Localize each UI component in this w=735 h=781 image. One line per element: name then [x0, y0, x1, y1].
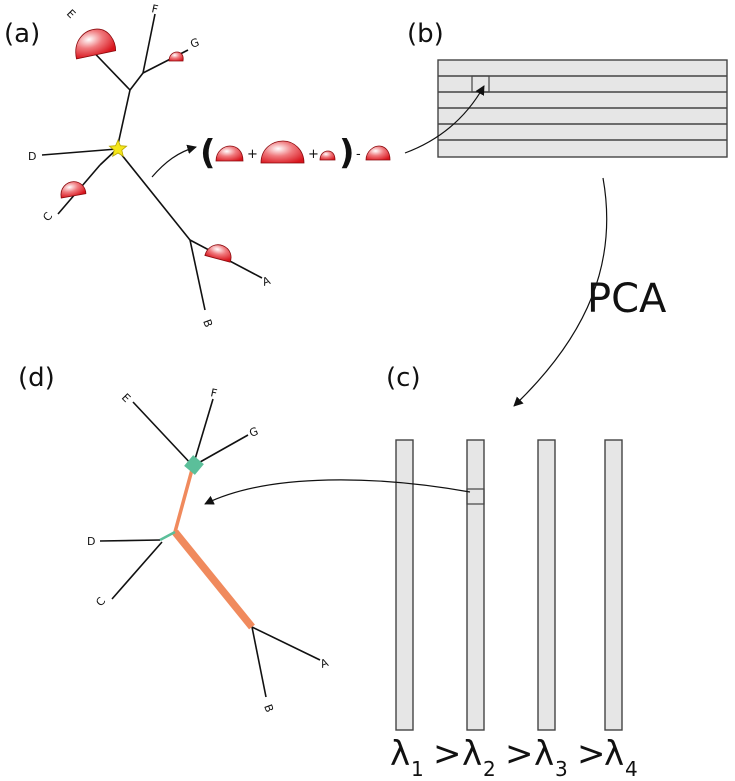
tree-a — [41, 13, 263, 311]
eigenvector-columns — [395, 439, 623, 731]
panel-label-b: (b) — [407, 19, 444, 49]
branch-d-e — [132, 401, 194, 467]
eigenvector-highlight-cell — [466, 488, 485, 505]
leaf-label-d-c: C — [93, 594, 108, 608]
lambda-4: λ — [604, 734, 624, 774]
greater-than-2: > — [505, 734, 534, 774]
arrow-eigenvector-to-tree — [204, 479, 471, 505]
branch-fg — [129, 72, 144, 91]
blob-a — [204, 244, 232, 263]
formula-blob-2 — [260, 140, 305, 164]
branch-f — [142, 13, 156, 74]
branch-d-d — [99, 539, 161, 542]
lambda-2: λ — [462, 734, 482, 774]
pca-label: PCA — [587, 276, 667, 322]
branch-ab — [116, 148, 191, 241]
leaf-label-d-f: F — [209, 386, 218, 400]
branch-d-b — [251, 626, 267, 698]
blob-e — [75, 28, 117, 60]
lambda-3-subscript: 3 — [555, 757, 568, 781]
branch-upper — [116, 89, 131, 150]
branch-d-green-small — [159, 530, 176, 542]
lambda-2-subscript: 2 — [483, 757, 496, 781]
lambda-1-subscript: 1 — [411, 757, 424, 781]
arrow-pca — [513, 177, 608, 407]
panel-label-d: (d) — [18, 363, 55, 393]
branch-d-c — [111, 541, 163, 600]
lambda-3: λ — [534, 734, 554, 774]
branch-d-g — [192, 434, 249, 467]
branch-d-orange-upper — [173, 465, 195, 533]
lambda-1: λ — [390, 734, 410, 774]
formula-minus: - — [356, 147, 361, 162]
arrow-formula-to-matrix — [404, 85, 485, 154]
branch-d-f — [192, 398, 214, 467]
tree-d — [99, 398, 321, 698]
branch-d-a — [251, 626, 321, 661]
lambda-4-subscript: 4 — [625, 757, 638, 781]
leaf-labels-a: A B C D E F G — [28, 2, 273, 329]
leaf-label-f: F — [150, 2, 159, 16]
leaf-label-e: E — [64, 7, 78, 21]
blobs-a — [60, 28, 232, 263]
branch-d-orange-lower — [172, 529, 255, 630]
eigenvector-column-2 — [466, 439, 485, 731]
leaf-label-d-a: A — [319, 656, 331, 671]
eigenvector-column-4 — [604, 439, 623, 731]
blob-c — [60, 181, 87, 199]
leaf-label-g: G — [189, 36, 201, 51]
eigenvector-column-3 — [537, 439, 556, 731]
panel-label-a: (a) — [4, 19, 40, 49]
greater-than-1: > — [433, 734, 462, 774]
branch-b — [189, 239, 206, 311]
branch-d-green-node — [184, 455, 204, 475]
leaf-label-d: D — [28, 150, 36, 163]
leaf-labels-d: A B C D E F G — [87, 386, 331, 714]
formula-plus-1: + — [247, 147, 258, 162]
greater-than-3: > — [577, 734, 606, 774]
matrix-b — [437, 59, 728, 158]
leaf-label-d-b: B — [261, 703, 276, 715]
formula-close-paren: ) — [339, 133, 355, 173]
formula-blob-1 — [215, 145, 244, 162]
branch-d — [41, 148, 118, 156]
formula-plus-2: + — [308, 147, 319, 162]
root-star-icon — [108, 138, 128, 158]
formula-open-paren: ( — [200, 133, 216, 173]
blob-g — [168, 51, 184, 62]
leaf-label-a: A — [261, 274, 273, 289]
panel-label-c: (c) — [386, 363, 421, 393]
leaf-label-d-g: G — [248, 425, 260, 440]
leaf-label-d-d: D — [87, 535, 95, 548]
formula-blob-3 — [319, 150, 336, 161]
leaf-label-c: C — [40, 209, 55, 223]
arrow-tree-to-formula — [151, 144, 197, 178]
eigenvalue-ordering: λ 1 > λ 2 > λ 3 > λ 4 — [390, 734, 638, 781]
leaf-label-d-e: E — [119, 391, 133, 405]
blob-formula: ( + + ) - — [200, 133, 391, 173]
eigenvector-column-1 — [395, 439, 414, 731]
leaf-label-b: B — [200, 318, 215, 330]
formula-blob-4 — [365, 145, 391, 161]
